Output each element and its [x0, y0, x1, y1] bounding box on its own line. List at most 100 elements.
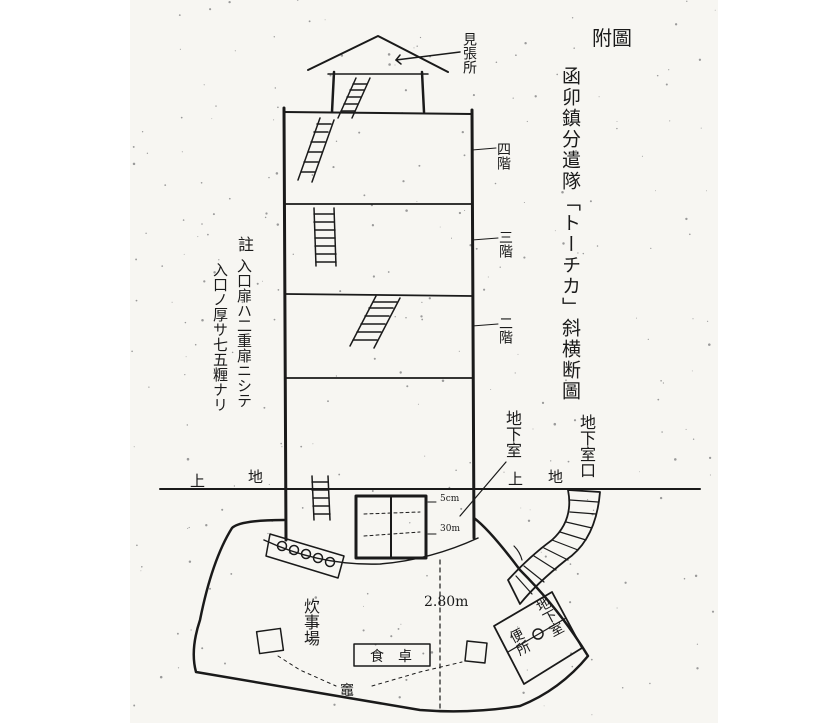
figure-label: 附圖 [592, 26, 632, 50]
speckle [363, 605, 364, 607]
floor-line-3 [285, 293, 473, 297]
speckle [358, 131, 361, 134]
speckle [187, 527, 189, 529]
speckle [668, 69, 670, 71]
speckle [324, 19, 326, 21]
speckle [575, 149, 577, 152]
speckle [183, 253, 185, 255]
speckle [573, 47, 575, 49]
speckle [207, 233, 209, 236]
speckle [416, 201, 418, 203]
speckle [421, 318, 424, 321]
note-line-1: 入口扉ハ二重扉ニシテ [235, 258, 253, 408]
speckle [300, 445, 303, 448]
kitchen-stove-box [255, 627, 285, 655]
speckle [416, 45, 418, 47]
speckle [405, 678, 408, 681]
speckle [224, 662, 226, 665]
speckle [186, 457, 190, 461]
kitchen-label: 炊事場 [301, 598, 320, 646]
tower-wall-left [282, 106, 288, 542]
speckle [203, 84, 205, 86]
latrine-hole [532, 628, 544, 640]
speckle [517, 353, 519, 355]
note-line-2: 入口ノ厚サ七五糎ナリ [211, 262, 229, 412]
speckle [312, 443, 314, 445]
speckle [647, 338, 649, 341]
speckle [523, 256, 526, 259]
speckle [264, 216, 267, 219]
speckle [405, 317, 407, 319]
speckle [706, 190, 707, 192]
speckle [256, 282, 259, 285]
speckle [550, 460, 552, 462]
speckle [335, 375, 337, 377]
speckle [685, 217, 688, 221]
speckle [329, 74, 332, 77]
speckle [562, 242, 565, 245]
speckle [141, 131, 144, 133]
speckle [397, 627, 400, 630]
speckle [526, 669, 528, 671]
paper-sheet [130, 0, 718, 723]
speckle [188, 560, 192, 563]
speckle [708, 456, 712, 460]
speckle [145, 232, 147, 235]
speckle [373, 357, 376, 360]
speckle [649, 682, 651, 685]
speckle [281, 446, 283, 448]
speckle [277, 106, 279, 109]
speckle [527, 519, 531, 523]
underground-stair [507, 489, 601, 605]
speckle [177, 667, 180, 669]
speckle [499, 266, 501, 268]
speckle [475, 247, 478, 250]
floor-label-2: 二階 [497, 316, 513, 344]
speckle [161, 265, 164, 267]
speckle [576, 572, 579, 575]
speckle [674, 23, 678, 26]
speckle [526, 120, 528, 123]
speckle [660, 380, 662, 382]
speckle [685, 428, 687, 430]
speckle [182, 219, 185, 221]
speckle [458, 350, 460, 352]
speckle [211, 118, 213, 120]
ladder-second-floor [349, 295, 401, 349]
speckle [686, 0, 688, 2]
speckle [371, 490, 374, 492]
speckle [418, 164, 421, 167]
speckle [218, 259, 220, 261]
speckle [399, 371, 402, 374]
speckle [263, 406, 266, 409]
speckle [556, 73, 559, 76]
speckle [268, 483, 270, 486]
speckle [422, 652, 425, 655]
speckle [390, 635, 393, 638]
speckle [494, 182, 497, 185]
speckle [273, 119, 275, 121]
speckle [417, 403, 419, 405]
speckle [691, 370, 693, 372]
speckle [405, 209, 408, 212]
speckle [665, 83, 668, 86]
speckle [512, 97, 514, 99]
speckle [469, 461, 471, 464]
speckle [164, 184, 167, 186]
flue-dots [277, 655, 337, 687]
speckle [171, 301, 173, 303]
speckle [657, 398, 660, 401]
lookout-post-right [420, 70, 426, 114]
speckle [708, 343, 711, 346]
speckle [590, 658, 593, 661]
speckle [636, 317, 637, 319]
speckle [515, 54, 517, 57]
speckle [514, 372, 516, 374]
speckle [483, 288, 486, 291]
speckle [565, 379, 567, 382]
speckle [296, 0, 299, 1]
speckle [520, 507, 522, 509]
speckle [179, 48, 181, 50]
loophole-circles [276, 540, 336, 568]
